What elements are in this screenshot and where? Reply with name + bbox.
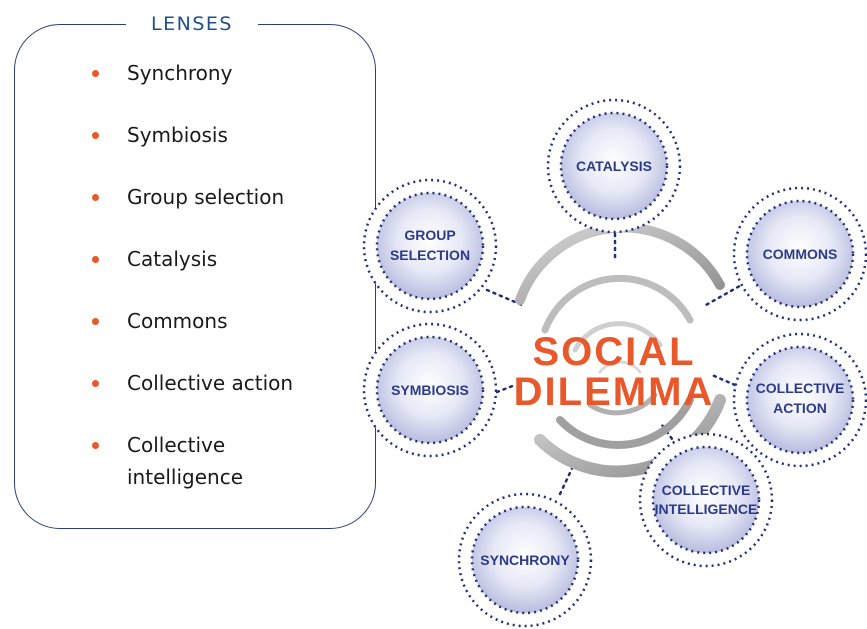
- node-label-selection: SELECTION: [390, 247, 470, 263]
- lens-item-collective-intelligence: Collective intelligence: [127, 433, 244, 489]
- bullet-icon: [92, 318, 99, 325]
- lens-item-symbiosis: Symbiosis: [127, 123, 228, 147]
- lens-item-commons: Commons: [127, 309, 228, 333]
- node-symbiosis: SYMBIOSIS: [362, 322, 498, 458]
- node-label-action: ACTION: [773, 400, 827, 416]
- bullet-icon: [92, 70, 99, 77]
- bullet-icon: [92, 132, 99, 139]
- node-label-symbiosis: SYMBIOSIS: [391, 382, 469, 398]
- node-commons: COMMONS: [732, 186, 867, 322]
- lens-item-group-selection: Group selection: [127, 185, 285, 209]
- bullet-icon: [92, 442, 99, 449]
- node-label-catalysis: CATALYSIS: [576, 158, 652, 174]
- hub-label-dilemma: DILEMMA: [514, 370, 715, 414]
- bullet-icon: [92, 380, 99, 387]
- lens-item-collective-action: Collective action: [127, 371, 294, 395]
- node-label-synchrony: SYNCHRONY: [480, 552, 570, 568]
- lens-item-synchrony: Synchrony: [127, 61, 233, 85]
- bullet-icon: [92, 194, 99, 201]
- bullet-icon: [92, 256, 99, 263]
- node-label-group: GROUP: [404, 227, 455, 243]
- node-group-selection: GROUP SELECTION: [362, 178, 498, 314]
- node-catalysis: CATALYSIS: [546, 98, 682, 234]
- node-label-collective: COLLECTIVE: [756, 380, 845, 396]
- lenses-title: LENSES: [126, 10, 258, 38]
- node-synchrony: SYNCHRONY: [457, 492, 593, 628]
- node-label-commons: COMMONS: [763, 246, 838, 262]
- lens-item-catalysis: Catalysis: [127, 247, 218, 271]
- connector-lines: [485, 232, 747, 496]
- node-collective-intelligence: COLLECTIVE INTELLIGENCE: [638, 432, 774, 568]
- node-label-intelligence: INTELLIGENCE: [655, 501, 758, 517]
- node-label-collective: COLLECTIVE: [662, 482, 751, 498]
- hub-label-social: SOCIAL: [532, 330, 695, 374]
- node-collective-action: COLLECTIVE ACTION: [732, 332, 867, 468]
